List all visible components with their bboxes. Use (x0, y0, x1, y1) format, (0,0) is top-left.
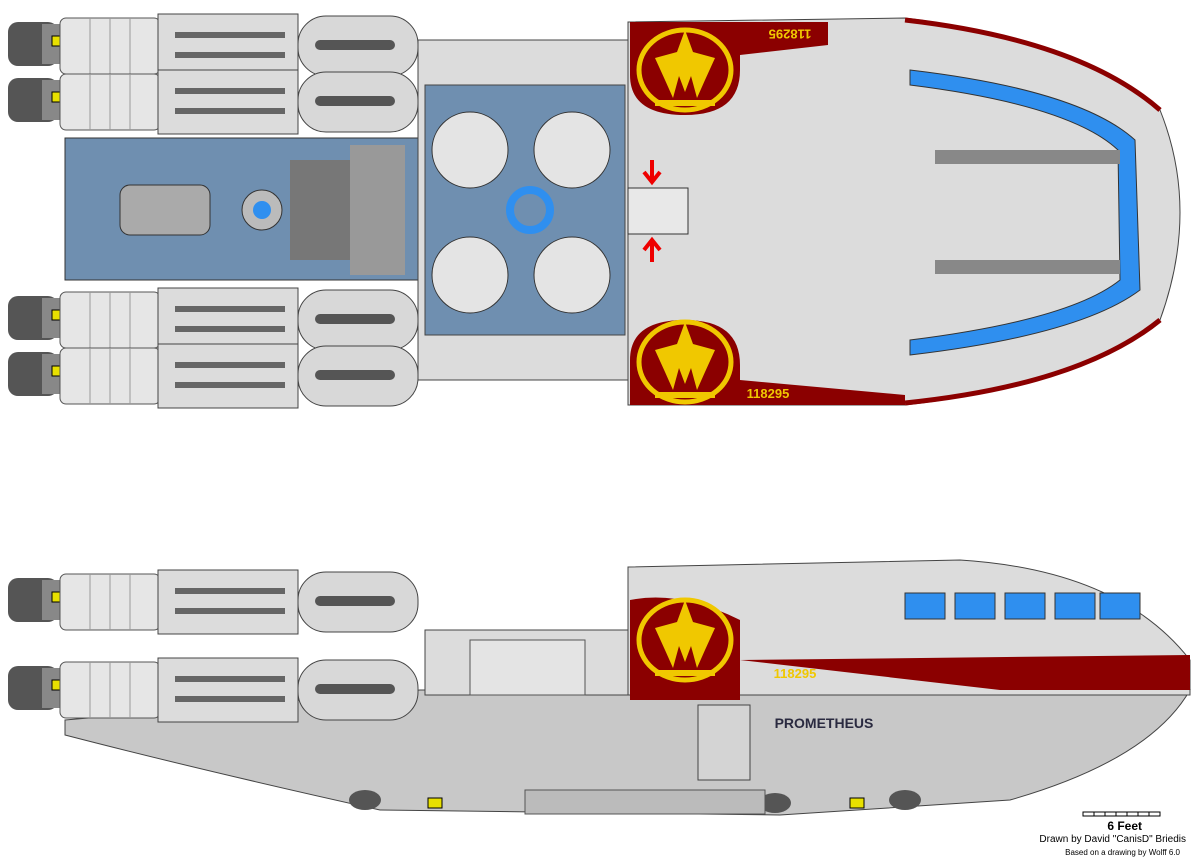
scale-segment (1104, 811, 1117, 817)
registry-bottom: 118295 (747, 386, 790, 401)
scale-segment (1082, 811, 1095, 817)
scale-bar (1082, 811, 1161, 817)
landing-gear (349, 790, 921, 813)
scale-segment (1115, 811, 1128, 817)
engine-upper-outer (7, 13, 419, 79)
registry-top: 118295 (769, 27, 812, 42)
side-windows (904, 592, 1141, 620)
scale-segment (1126, 811, 1139, 817)
scale-segment (1148, 811, 1161, 817)
ship-name: PROMETHEUS (775, 715, 874, 731)
side-hatch (697, 704, 751, 781)
scale-segment (1093, 811, 1106, 817)
credit-based-on: Based on a drawing by Wolff 6.0 (1065, 848, 1180, 857)
window-strip (909, 69, 1141, 356)
registry-side: 118295 (774, 666, 817, 681)
scale-label: 6 Feet (1107, 819, 1142, 833)
side-view: 118295 PROMETHEUS (7, 559, 1191, 816)
credit-drawn-by: Drawn by David "CanisD" Briedis (1039, 834, 1186, 845)
side-engine-upper (7, 569, 419, 635)
engine-lower-outer (7, 343, 419, 409)
side-engine-lower (7, 657, 419, 723)
airlock (627, 187, 689, 235)
engine-lower-inner (7, 287, 419, 353)
top-view: 118295 118295 (7, 13, 1181, 409)
engine-upper-inner (7, 69, 419, 135)
scale-segment (1137, 811, 1150, 817)
